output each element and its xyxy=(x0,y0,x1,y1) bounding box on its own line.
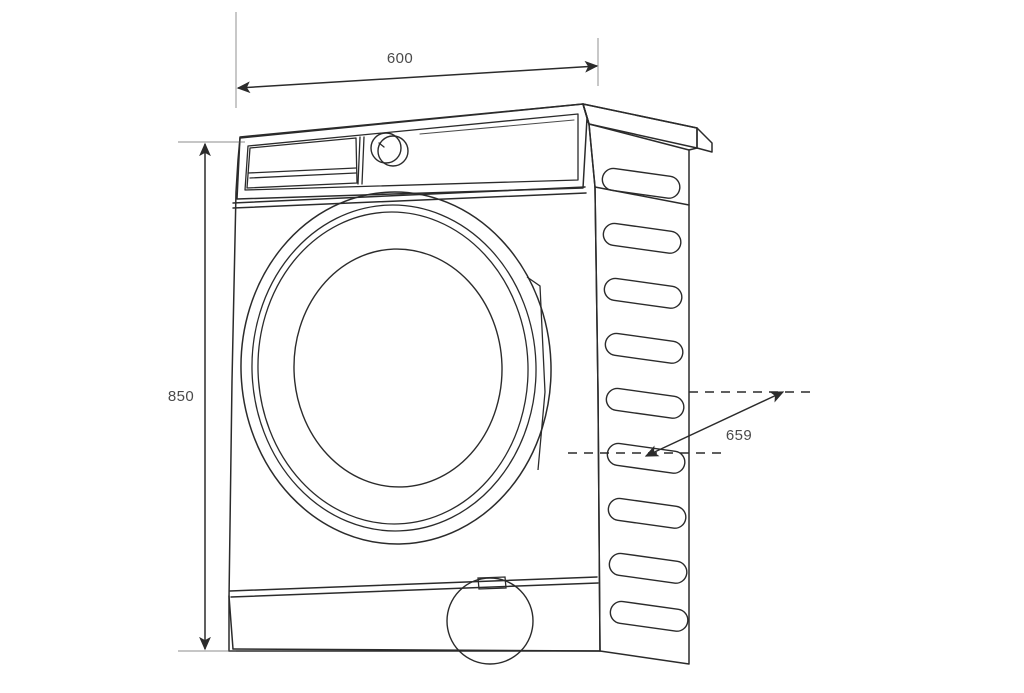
display-panel[interactable] xyxy=(419,119,575,135)
vent-slot xyxy=(604,332,684,364)
vent-slot xyxy=(606,442,686,474)
door-ring-second xyxy=(251,204,537,532)
dimension-line-width xyxy=(236,60,599,94)
side-panel-vents xyxy=(601,167,689,632)
dimension-width-600 xyxy=(235,12,599,108)
vent-slot xyxy=(605,387,685,419)
door-ring-third xyxy=(257,211,529,525)
vent-slot xyxy=(601,167,681,199)
dimension-label-depth: 659 xyxy=(726,427,752,444)
base-plinth xyxy=(228,576,601,652)
dimension-label-width: 600 xyxy=(387,50,413,67)
vent-slot xyxy=(607,497,687,529)
dimension-label-height: 850 xyxy=(168,388,194,405)
vent-slot xyxy=(609,600,689,632)
vent-slot xyxy=(603,277,683,309)
pump-filter-cap[interactable] xyxy=(446,576,534,665)
dimension-height-850 xyxy=(178,141,245,652)
vent-slot xyxy=(608,552,688,584)
detergent-drawer[interactable] xyxy=(246,137,358,189)
porthole-door[interactable] xyxy=(235,187,557,550)
dimension-depth-659 xyxy=(568,391,812,457)
control-panel[interactable] xyxy=(236,103,588,200)
cabinet-top-edge-inner xyxy=(232,192,587,209)
dimension-line-depth xyxy=(644,391,785,457)
door-ring-outer xyxy=(240,191,552,545)
door-glass xyxy=(293,248,503,488)
program-selector-knob[interactable] xyxy=(370,132,409,167)
vent-slot xyxy=(602,222,682,254)
